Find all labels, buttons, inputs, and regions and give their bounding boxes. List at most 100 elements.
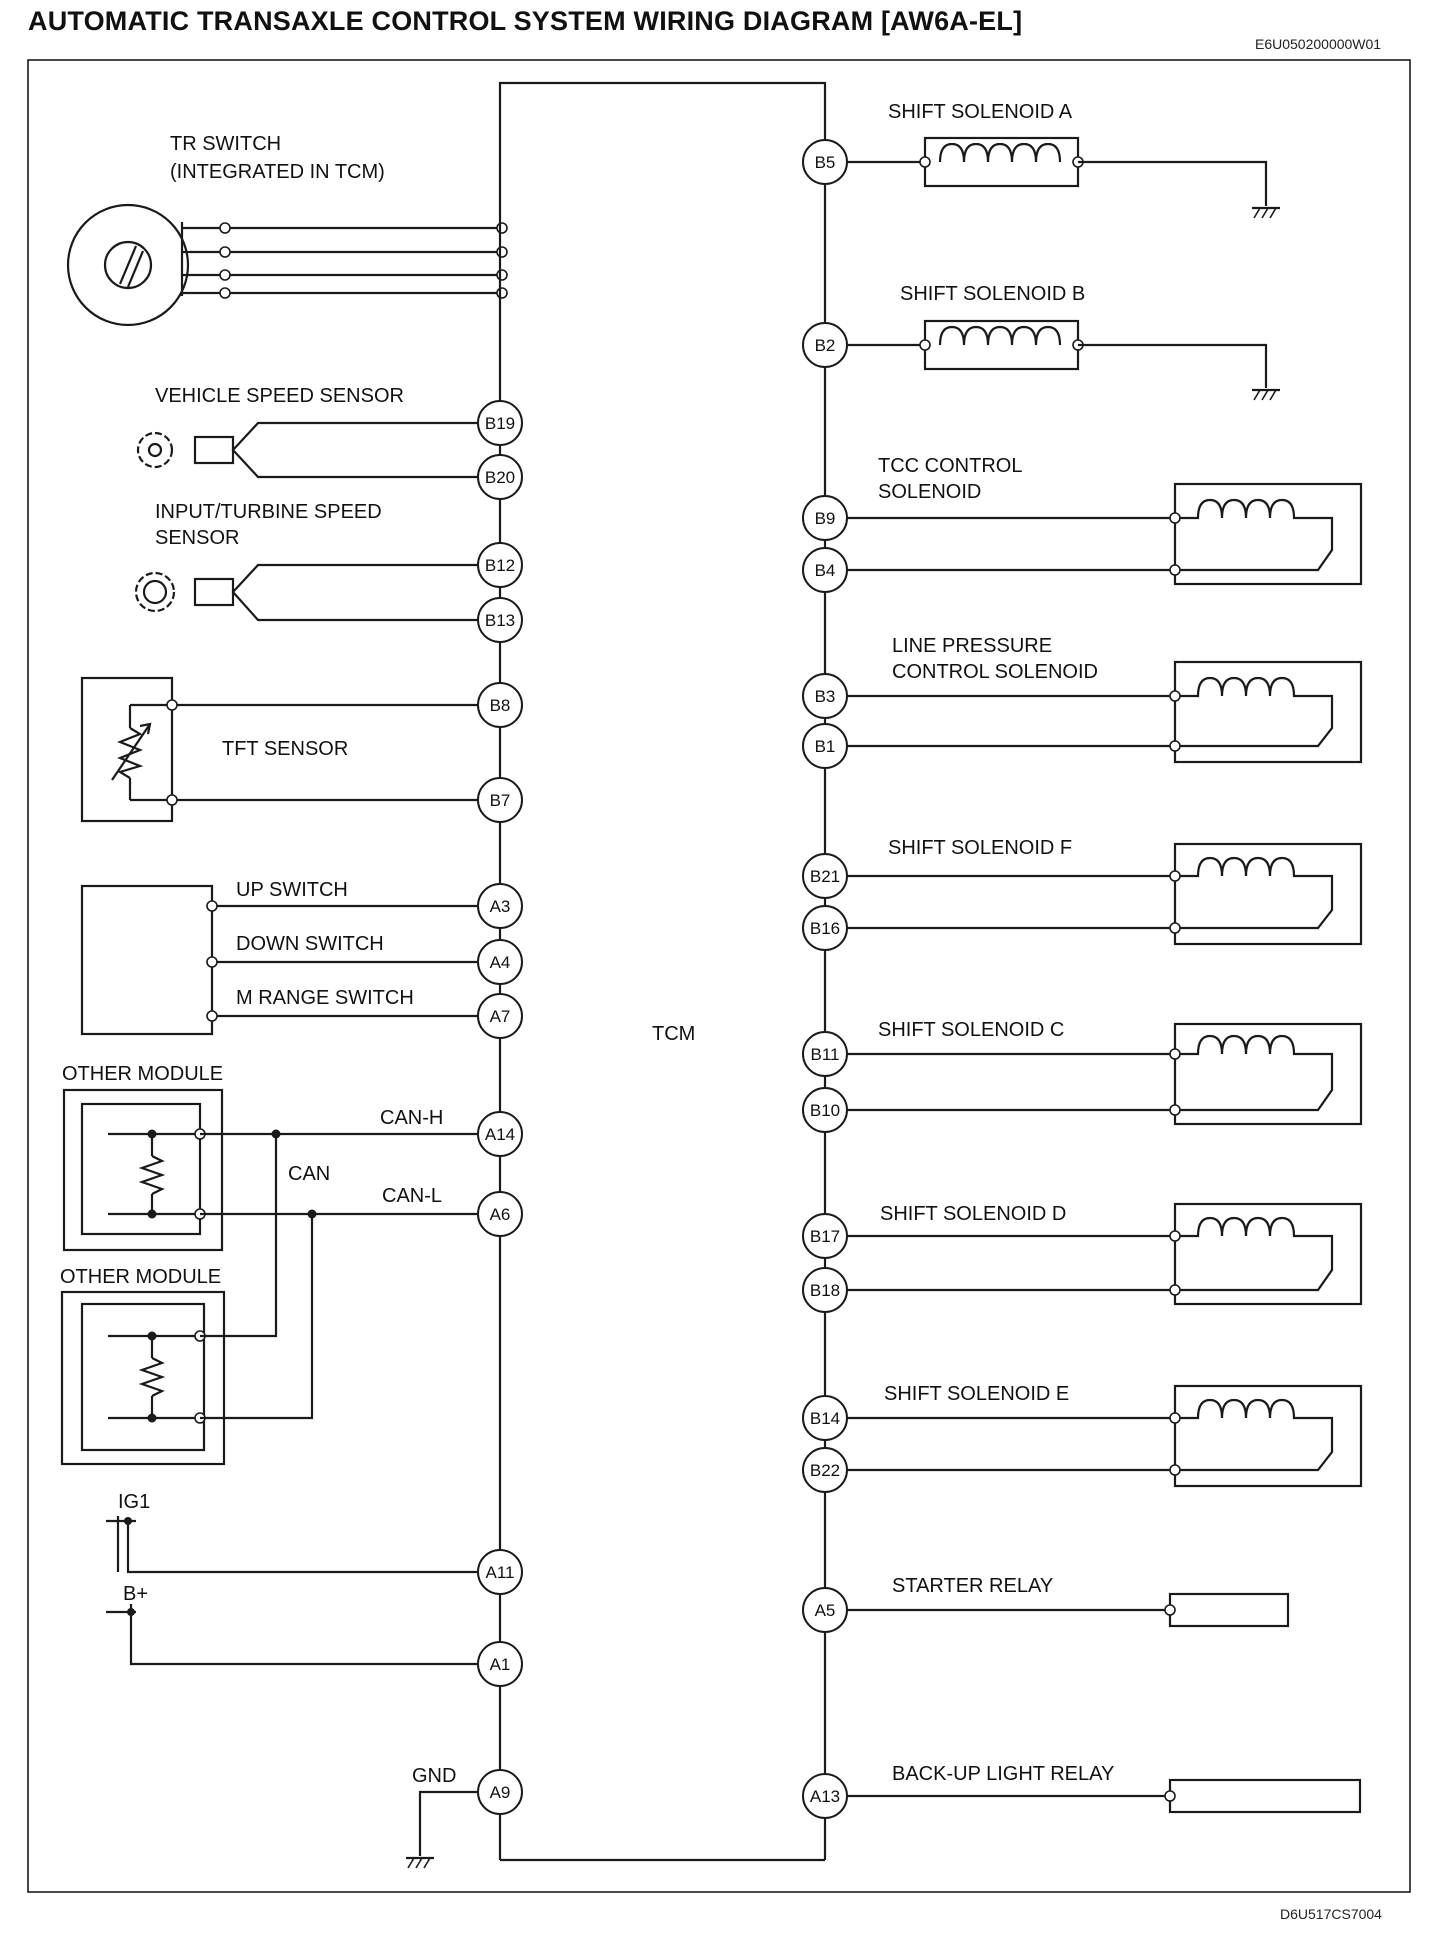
- pin-a9-label: A9: [490, 1783, 511, 1802]
- pin-b8: [477, 682, 523, 728]
- ssb-label: SHIFT SOLENOID B: [900, 283, 1085, 305]
- pin-b9: [802, 495, 848, 541]
- pin-a14-label: A14: [485, 1125, 515, 1144]
- pin-b12: [477, 542, 523, 588]
- tr-switch-label-line1: TR SWITCH: [170, 133, 281, 155]
- shift-solenoid-d: SHIFT SOLENOID D B17 B18: [802, 1202, 1363, 1313]
- gnd-label: GND: [412, 1765, 456, 1787]
- tcc-label-line1: TCC CONTROL: [878, 455, 1022, 477]
- pin-a4: [477, 939, 523, 985]
- pin-a11-label: A11: [486, 1563, 515, 1582]
- ig1-label: IG1: [118, 1491, 150, 1513]
- shift-solenoid-f: SHIFT SOLENOID F B21 B16: [802, 837, 1363, 951]
- pin-b3: [802, 673, 848, 719]
- tcc-control-solenoid: TCC CONTROL SOLENOID B9 B4: [802, 455, 1363, 593]
- pin-a9: [477, 1769, 523, 1815]
- pin-a1: [477, 1641, 523, 1687]
- can-h-label: CAN-H: [380, 1107, 443, 1129]
- pin-a5: [802, 1587, 848, 1633]
- ssd-label: SHIFT SOLENOID D: [880, 1203, 1066, 1225]
- pin-a5-label: A5: [815, 1601, 836, 1620]
- pin-a14: [477, 1111, 523, 1157]
- pin-b17: [802, 1213, 848, 1259]
- pin-b20: [477, 454, 523, 500]
- other-module-2-label: OTHER MODULE: [60, 1266, 221, 1288]
- pin-b17-label: B17: [810, 1227, 840, 1246]
- pin-b7: [477, 777, 523, 823]
- pin-a3: [477, 883, 523, 929]
- shift-solenoid-e: SHIFT SOLENOID E B14 B22: [802, 1383, 1363, 1493]
- tr-switch-label-line2: (INTEGRATED IN TCM): [170, 161, 385, 183]
- pin-b10-label: B10: [810, 1101, 840, 1120]
- up-switch-label: UP SWITCH: [236, 879, 348, 901]
- pin-b16: [802, 905, 848, 951]
- pin-b3-label: B3: [815, 687, 836, 706]
- shift-switches: UP SWITCH DOWN SWITCH M RANGE SWITCH A3 …: [80, 879, 523, 1039]
- pin-a13: [802, 1773, 848, 1819]
- pin-a6-label: A6: [490, 1205, 511, 1224]
- document-id: E6U050200000W01: [1255, 36, 1382, 52]
- down-switch-label: DOWN SWITCH: [236, 933, 384, 955]
- line-pressure-control-solenoid: LINE PRESSURE CONTROL SOLENOID B3 B1: [802, 635, 1363, 769]
- pin-b11: [802, 1031, 848, 1077]
- page-title: AUTOMATIC TRANSAXLE CONTROL SYSTEM WIRIN…: [28, 6, 1023, 36]
- backup-light-relay-label: BACK-UP LIGHT RELAY: [892, 1763, 1114, 1785]
- pin-b2-label: B2: [815, 336, 836, 355]
- bplus-label: B+: [123, 1583, 148, 1605]
- tcm-module: TCM: [498, 81, 827, 1862]
- pin-b21: [802, 853, 848, 899]
- pin-b1-label: B1: [815, 737, 836, 756]
- pin-a11: [477, 1549, 523, 1595]
- ssf-label: SHIFT SOLENOID F: [888, 837, 1072, 859]
- pin-b5: [802, 139, 848, 185]
- pin-b4: [802, 547, 848, 593]
- can-network: OTHER MODULE OTHER MODULE CAN: [60, 1063, 523, 1466]
- lpc-label-line2: CONTROL SOLENOID: [892, 661, 1098, 683]
- m-range-switch-label: M RANGE SWITCH: [236, 987, 414, 1009]
- vss-label: VEHICLE SPEED SENSOR: [155, 385, 404, 407]
- sse-label: SHIFT SOLENOID E: [884, 1383, 1069, 1405]
- figure-id: D6U517CS7004: [1280, 1906, 1382, 1922]
- pin-b9-label: B9: [815, 509, 836, 528]
- starter-relay-label: STARTER RELAY: [892, 1575, 1053, 1597]
- pin-b22: [802, 1447, 848, 1493]
- tcm-label: TCM: [652, 1023, 695, 1045]
- pin-b14-label: B14: [810, 1409, 840, 1428]
- pin-a7-label: A7: [490, 1007, 511, 1026]
- tss-label-line1: INPUT/TURBINE SPEED: [155, 501, 382, 523]
- pin-b16-label: B16: [810, 919, 840, 938]
- pin-b13: [477, 597, 523, 643]
- pin-b8-label: B8: [490, 696, 511, 715]
- starter-relay: STARTER RELAY A5: [802, 1575, 1290, 1633]
- pin-b14: [802, 1395, 848, 1441]
- shift-solenoid-a: SHIFT SOLENOID A B5: [802, 101, 1280, 219]
- shift-solenoid-b: SHIFT SOLENOID B B2: [802, 283, 1280, 401]
- lpc-label-line1: LINE PRESSURE: [892, 635, 1052, 657]
- diagram-frame: [27, 59, 1411, 1893]
- power-supply: IG1 A11 B+ A1 GND A9: [106, 1491, 523, 1869]
- tcc-label-line2: SOLENOID: [878, 481, 981, 503]
- pin-a13-label: A13: [810, 1787, 840, 1806]
- pin-b22-label: B22: [810, 1461, 840, 1480]
- tft-sensor: TFT SENSOR B8 B7: [80, 676, 523, 823]
- ssa-label: SHIFT SOLENOID A: [888, 101, 1073, 123]
- pin-a4-label: A4: [490, 953, 511, 972]
- pin-b2: [802, 322, 848, 368]
- pin-b18: [802, 1267, 848, 1313]
- can-l-label: CAN-L: [382, 1185, 442, 1207]
- pin-a3-label: A3: [490, 897, 511, 916]
- tr-switch: TR SWITCH (INTEGRATED IN TCM): [66, 133, 508, 327]
- pin-b21-label: B21: [810, 867, 840, 886]
- pin-b18-label: B18: [810, 1281, 840, 1300]
- vehicle-speed-sensor: VEHICLE SPEED SENSOR B19 B20: [136, 385, 523, 500]
- ssc-label: SHIFT SOLENOID C: [878, 1019, 1064, 1041]
- pin-b5-label: B5: [815, 153, 836, 172]
- pin-a6: [477, 1191, 523, 1237]
- can-label: CAN: [288, 1163, 330, 1185]
- tft-label: TFT SENSOR: [222, 738, 348, 760]
- other-module-1-label: OTHER MODULE: [62, 1063, 223, 1085]
- pin-b7-label: B7: [490, 791, 511, 810]
- backup-light-relay: BACK-UP LIGHT RELAY A13: [802, 1763, 1362, 1819]
- pin-b19: [477, 400, 523, 446]
